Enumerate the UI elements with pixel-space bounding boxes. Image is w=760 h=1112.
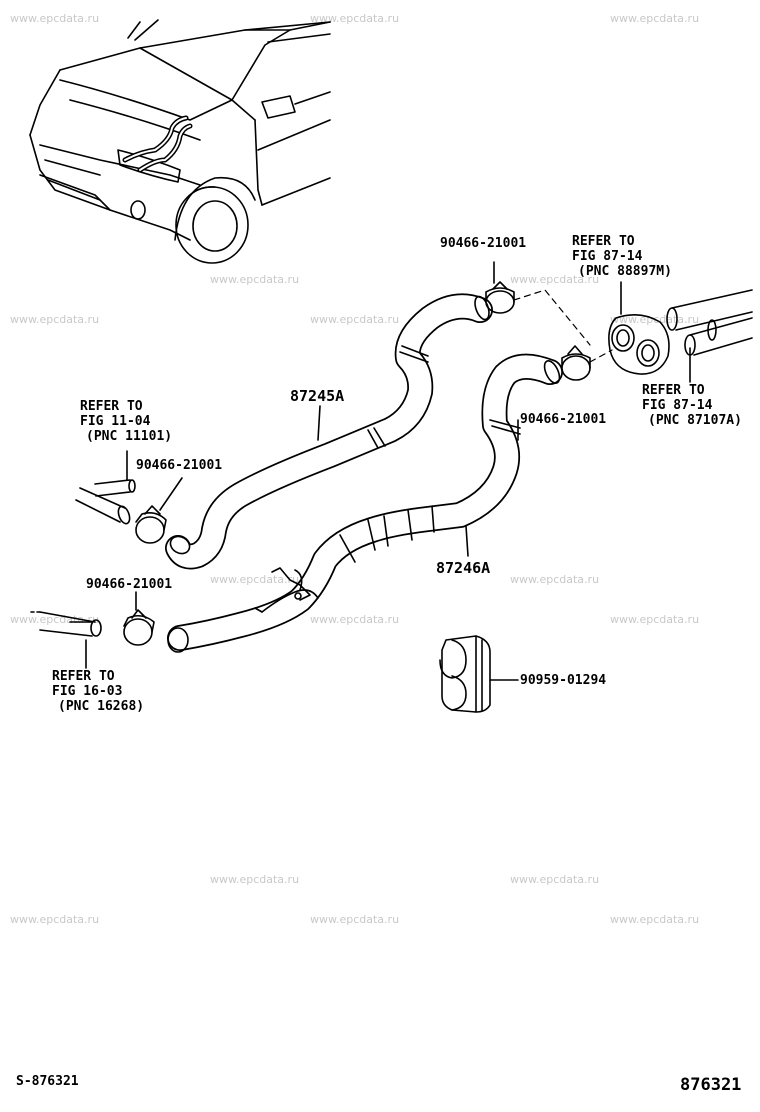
label-hose-87245a: 87245A [290, 387, 345, 405]
ref-line: (PNC 11101) [86, 429, 173, 444]
clamp-top [485, 261, 515, 314]
label-clamp-left-upper: 90466-21001 [136, 458, 223, 473]
watermark: www.epcdata.ru [210, 873, 300, 886]
watermark: www.epcdata.ru [610, 613, 700, 626]
ref-line: FIG 11-04 [80, 414, 151, 429]
watermark: www.epcdata.ru [510, 273, 600, 286]
ref-left-lower: REFER TO FIG 16-03 (PNC 16268) [52, 669, 144, 714]
pipe-left-lower [29, 611, 102, 669]
ref-line: (PNC 88897M) [578, 264, 672, 279]
label-grommet: 90959-01294 [520, 673, 607, 688]
ref-line: REFER TO [80, 399, 143, 414]
ref-line: REFER TO [52, 669, 115, 684]
ref-line: REFER TO [642, 383, 705, 398]
label-clamp-mid-right: 90466-21001 [520, 412, 607, 427]
watermark: www.epcdata.ru [10, 313, 100, 326]
ref-line: (PNC 16268) [58, 699, 145, 714]
watermark: www.epcdata.ru [310, 313, 400, 326]
watermark: www.epcdata.ru [210, 273, 300, 286]
clamp-left-lower [123, 591, 155, 646]
watermark: www.epcdata.ru [510, 873, 600, 886]
hose-87246a [167, 353, 563, 653]
watermark: www.epcdata.ru [310, 913, 400, 926]
ref-line: FIG 16-03 [52, 684, 123, 699]
watermark: www.epcdata.ru [610, 12, 700, 25]
footer-code-left: S-876321 [16, 1074, 79, 1089]
heater-plate [608, 281, 670, 375]
watermark: www.epcdata.ru [610, 913, 700, 926]
vehicle-sketch [29, 19, 331, 264]
clamp-left-upper [135, 477, 183, 544]
ref-line: FIG 87-14 [572, 249, 643, 264]
watermark: www.epcdata.ru [510, 573, 600, 586]
ref-line: FIG 87-14 [642, 398, 713, 413]
pipe-left-upper [75, 450, 136, 525]
label-clamp-top: 90466-21001 [440, 236, 527, 251]
ref-top-right: REFER TO FIG 87-14 (PNC 88897M) [572, 234, 672, 279]
ref-left-upper: REFER TO FIG 11-04 (PNC 11101) [80, 399, 172, 444]
watermark: www.epcdata.ru [310, 613, 400, 626]
ref-line: REFER TO [572, 234, 635, 249]
watermark: www.epcdata.ru [10, 12, 100, 25]
ref-mid-right: REFER TO FIG 87-14 (PNC 87107A) [642, 383, 742, 428]
label-clamp-left-lower: 90466-21001 [86, 577, 173, 592]
clamp-mid-right [517, 345, 591, 441]
ref-line: (PNC 87107A) [648, 413, 742, 428]
dashed-guides [513, 289, 613, 363]
watermark: www.epcdata.ru [10, 913, 100, 926]
leader-87245a [317, 405, 321, 441]
watermark: www.epcdata.ru [210, 573, 300, 586]
watermark: www.epcdata.ru [310, 12, 400, 25]
footer-code-right: 876321 [680, 1075, 742, 1095]
grommet-90959 [439, 635, 519, 713]
leader-87246a [465, 525, 469, 557]
label-hose-87246a: 87246A [436, 559, 491, 577]
heater-pipes [666, 289, 753, 383]
